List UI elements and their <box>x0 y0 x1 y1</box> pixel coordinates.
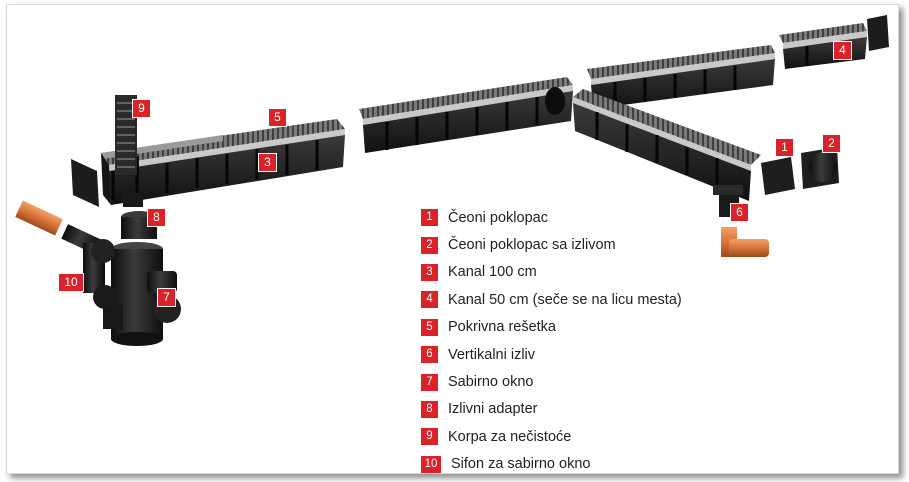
legend-item: 2 Čeoni poklopac sa izlivom <box>421 231 682 258</box>
legend-text: Čeoni poklopac <box>448 210 548 226</box>
legend-item: 3 Kanal 100 cm <box>421 259 682 286</box>
legend-number: 7 <box>421 374 438 391</box>
legend-text: Izlivni adapter <box>448 401 537 417</box>
callout-9: 9 <box>133 100 150 117</box>
legend-item: 8 Izlivni adapter <box>421 396 682 423</box>
legend-number: 6 <box>421 346 438 363</box>
callout-10: 10 <box>59 274 83 291</box>
legend-text: Sifon za sabirno okno <box>451 456 590 472</box>
legend-item: 5 Pokrivna rešetka <box>421 314 682 341</box>
legend-item: 9 Korpa za nečistoće <box>421 423 682 450</box>
legend-item: 7 Sabirno okno <box>421 368 682 395</box>
legend-text: Čeoni poklopac sa izlivom <box>448 237 616 253</box>
orange-elbow-pipe <box>721 227 769 257</box>
callout-4: 4 <box>834 42 851 59</box>
channel-diagonal <box>573 89 761 201</box>
legend-text: Vertikalni izliv <box>448 347 535 363</box>
legend: 1 Čeoni poklopac 2 Čeoni poklopac sa izliv… <box>421 204 682 478</box>
callout-1: 1 <box>776 139 793 156</box>
legend-item: 10 Sifon za sabirno okno <box>421 451 682 478</box>
callout-7: 7 <box>158 289 175 306</box>
legend-item: 6 Vertikalni izliv <box>421 341 682 368</box>
callout-3: 3 <box>259 154 276 171</box>
left-end-cap <box>71 159 99 207</box>
channel-100cm-middle <box>359 77 573 153</box>
callout-8: 8 <box>148 209 165 226</box>
legend-text: Sabirno okno <box>448 374 533 390</box>
outlet-under-channel <box>123 193 143 207</box>
callout-6: 6 <box>731 204 748 221</box>
orange-pipe-left <box>15 201 62 236</box>
callout-5: 5 <box>269 109 286 126</box>
siphon <box>61 224 117 309</box>
legend-number: 9 <box>421 428 438 445</box>
legend-number: 10 <box>421 456 441 473</box>
legend-item: 4 Kanal 50 cm (seče se na licu mesta) <box>421 286 682 313</box>
end-cap <box>761 157 795 195</box>
legend-number: 4 <box>421 291 438 308</box>
legend-text: Pokrivna rešetka <box>448 319 556 335</box>
channel-upper-right <box>587 45 775 109</box>
legend-number: 2 <box>421 237 438 254</box>
legend-text: Kanal 50 cm (seče se na licu mesta) <box>448 292 682 308</box>
legend-number: 5 <box>421 319 438 336</box>
legend-text: Korpa za nečistoće <box>448 429 571 445</box>
legend-number: 8 <box>421 401 438 418</box>
channel-100cm-left <box>101 119 345 205</box>
end-cap-with-outlet <box>801 147 839 189</box>
callout-2: 2 <box>823 135 840 152</box>
legend-number: 3 <box>421 264 438 281</box>
legend-number: 1 <box>421 209 438 226</box>
legend-item: 1 Čeoni poklopac <box>421 204 682 231</box>
legend-text: Kanal 100 cm <box>448 264 537 280</box>
